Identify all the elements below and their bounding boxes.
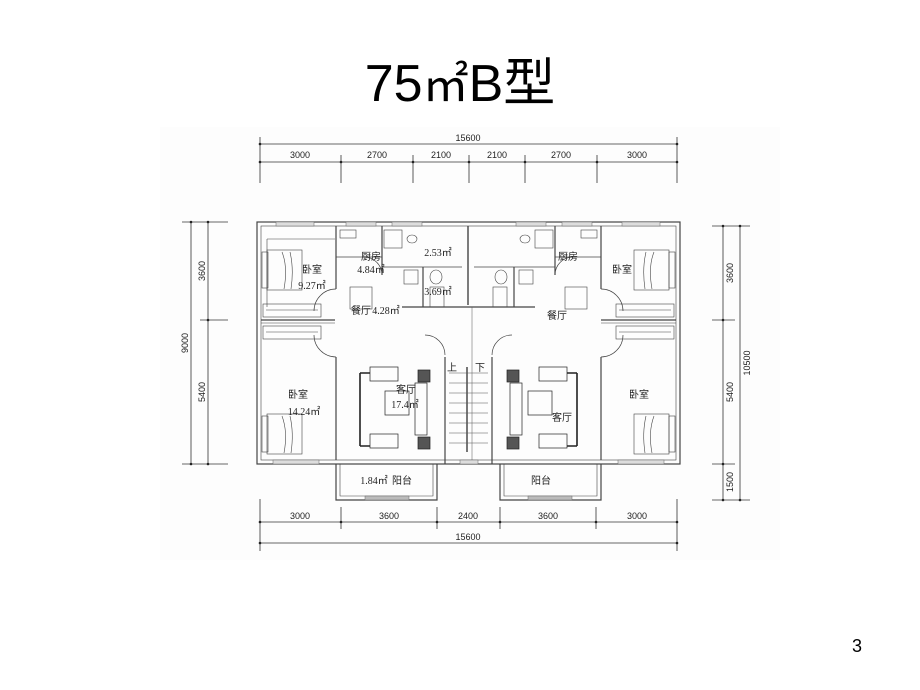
stairs-down-label: 下 <box>475 363 485 374</box>
left-total-dimension: 9000 <box>180 333 190 353</box>
slide-title: 75㎡B型 <box>0 52 920 118</box>
left-north-bedroom-area: 9.27㎡ <box>298 280 326 292</box>
right-living-label: 客厅 <box>552 411 572 424</box>
right-south-bedroom-label: 卧室 <box>629 388 649 401</box>
bottom-dimension-3: 2400 <box>458 511 478 521</box>
left-kitchen-label: 厨房 <box>361 250 381 263</box>
title-unit: ㎡ <box>422 60 469 111</box>
beds <box>261 249 676 455</box>
top-dimension-6: 3000 <box>627 150 647 160</box>
left-dimension-1: 3600 <box>197 261 207 281</box>
staircase <box>449 307 488 460</box>
left-dimension-2: 5400 <box>197 382 207 402</box>
right-dining-label: 餐厅 <box>547 309 567 322</box>
left-living-label: 客厅 <box>396 383 416 396</box>
left-north-bedroom-label: 卧室 <box>302 263 322 276</box>
bottom-dimension-5: 3000 <box>627 511 647 521</box>
left-bathroom-area: 2.53㎡ <box>424 247 452 259</box>
left-south-bedroom-area: 14.24㎡ <box>288 406 321 418</box>
right-kitchen-label: 厨房 <box>558 250 578 263</box>
right-total-dimension: 10500 <box>742 350 752 375</box>
top-dimension-2: 2700 <box>367 150 387 160</box>
top-total-dimension: 15600 <box>455 133 480 143</box>
bottom-dimension-2: 3600 <box>379 511 399 521</box>
left-dimension-lines <box>182 221 228 465</box>
building-walls <box>256 221 681 501</box>
bottom-dimension-lines <box>259 499 678 551</box>
left-hall-area: 3.69㎡ <box>424 286 452 298</box>
left-dining-area: 4.28㎡ <box>372 305 400 317</box>
left-balcony-label: 阳台 <box>392 474 412 487</box>
top-dimension-5: 2700 <box>551 150 571 160</box>
title-type: B型 <box>468 55 556 113</box>
dimension-ticks <box>189 142 742 545</box>
right-dimension-2: 5400 <box>725 382 735 402</box>
left-south-bedroom-label: 卧室 <box>288 388 308 401</box>
bottom-dimension-4: 3600 <box>538 511 558 521</box>
living-furniture <box>359 366 578 450</box>
right-dimension-3: 1500 <box>725 472 735 492</box>
top-dimension-3: 2100 <box>431 150 451 160</box>
top-dimension-1: 3000 <box>290 150 310 160</box>
left-dining-label: 餐厅 <box>351 304 371 317</box>
left-living-area: 17.4㎡ <box>391 399 419 411</box>
door-swings <box>313 256 624 358</box>
left-kitchen-area: 4.84㎡ <box>357 264 385 276</box>
floor-plan: 15600 3000 2700 2100 2100 2700 3000 3000… <box>160 127 780 560</box>
stairs-up-label: 上 <box>447 362 457 374</box>
bottom-total-dimension: 15600 <box>455 532 480 542</box>
floor-plan-drawing: 15600 3000 2700 2100 2100 2700 3000 3000… <box>180 133 752 551</box>
title-number: 75 <box>364 55 423 113</box>
fixtures <box>339 229 598 310</box>
bottom-dimension-1: 3000 <box>290 511 310 521</box>
top-dimension-lines <box>259 137 678 183</box>
right-dimension-1: 3600 <box>725 263 735 283</box>
left-balcony-area: 1.84㎡ <box>360 475 388 487</box>
right-north-bedroom-label: 卧室 <box>612 263 632 276</box>
windows <box>272 221 665 465</box>
right-balcony-label: 阳台 <box>531 474 551 487</box>
page-number: 3 <box>852 636 863 656</box>
wardrobes <box>262 303 675 340</box>
top-dimension-4: 2100 <box>487 150 507 160</box>
